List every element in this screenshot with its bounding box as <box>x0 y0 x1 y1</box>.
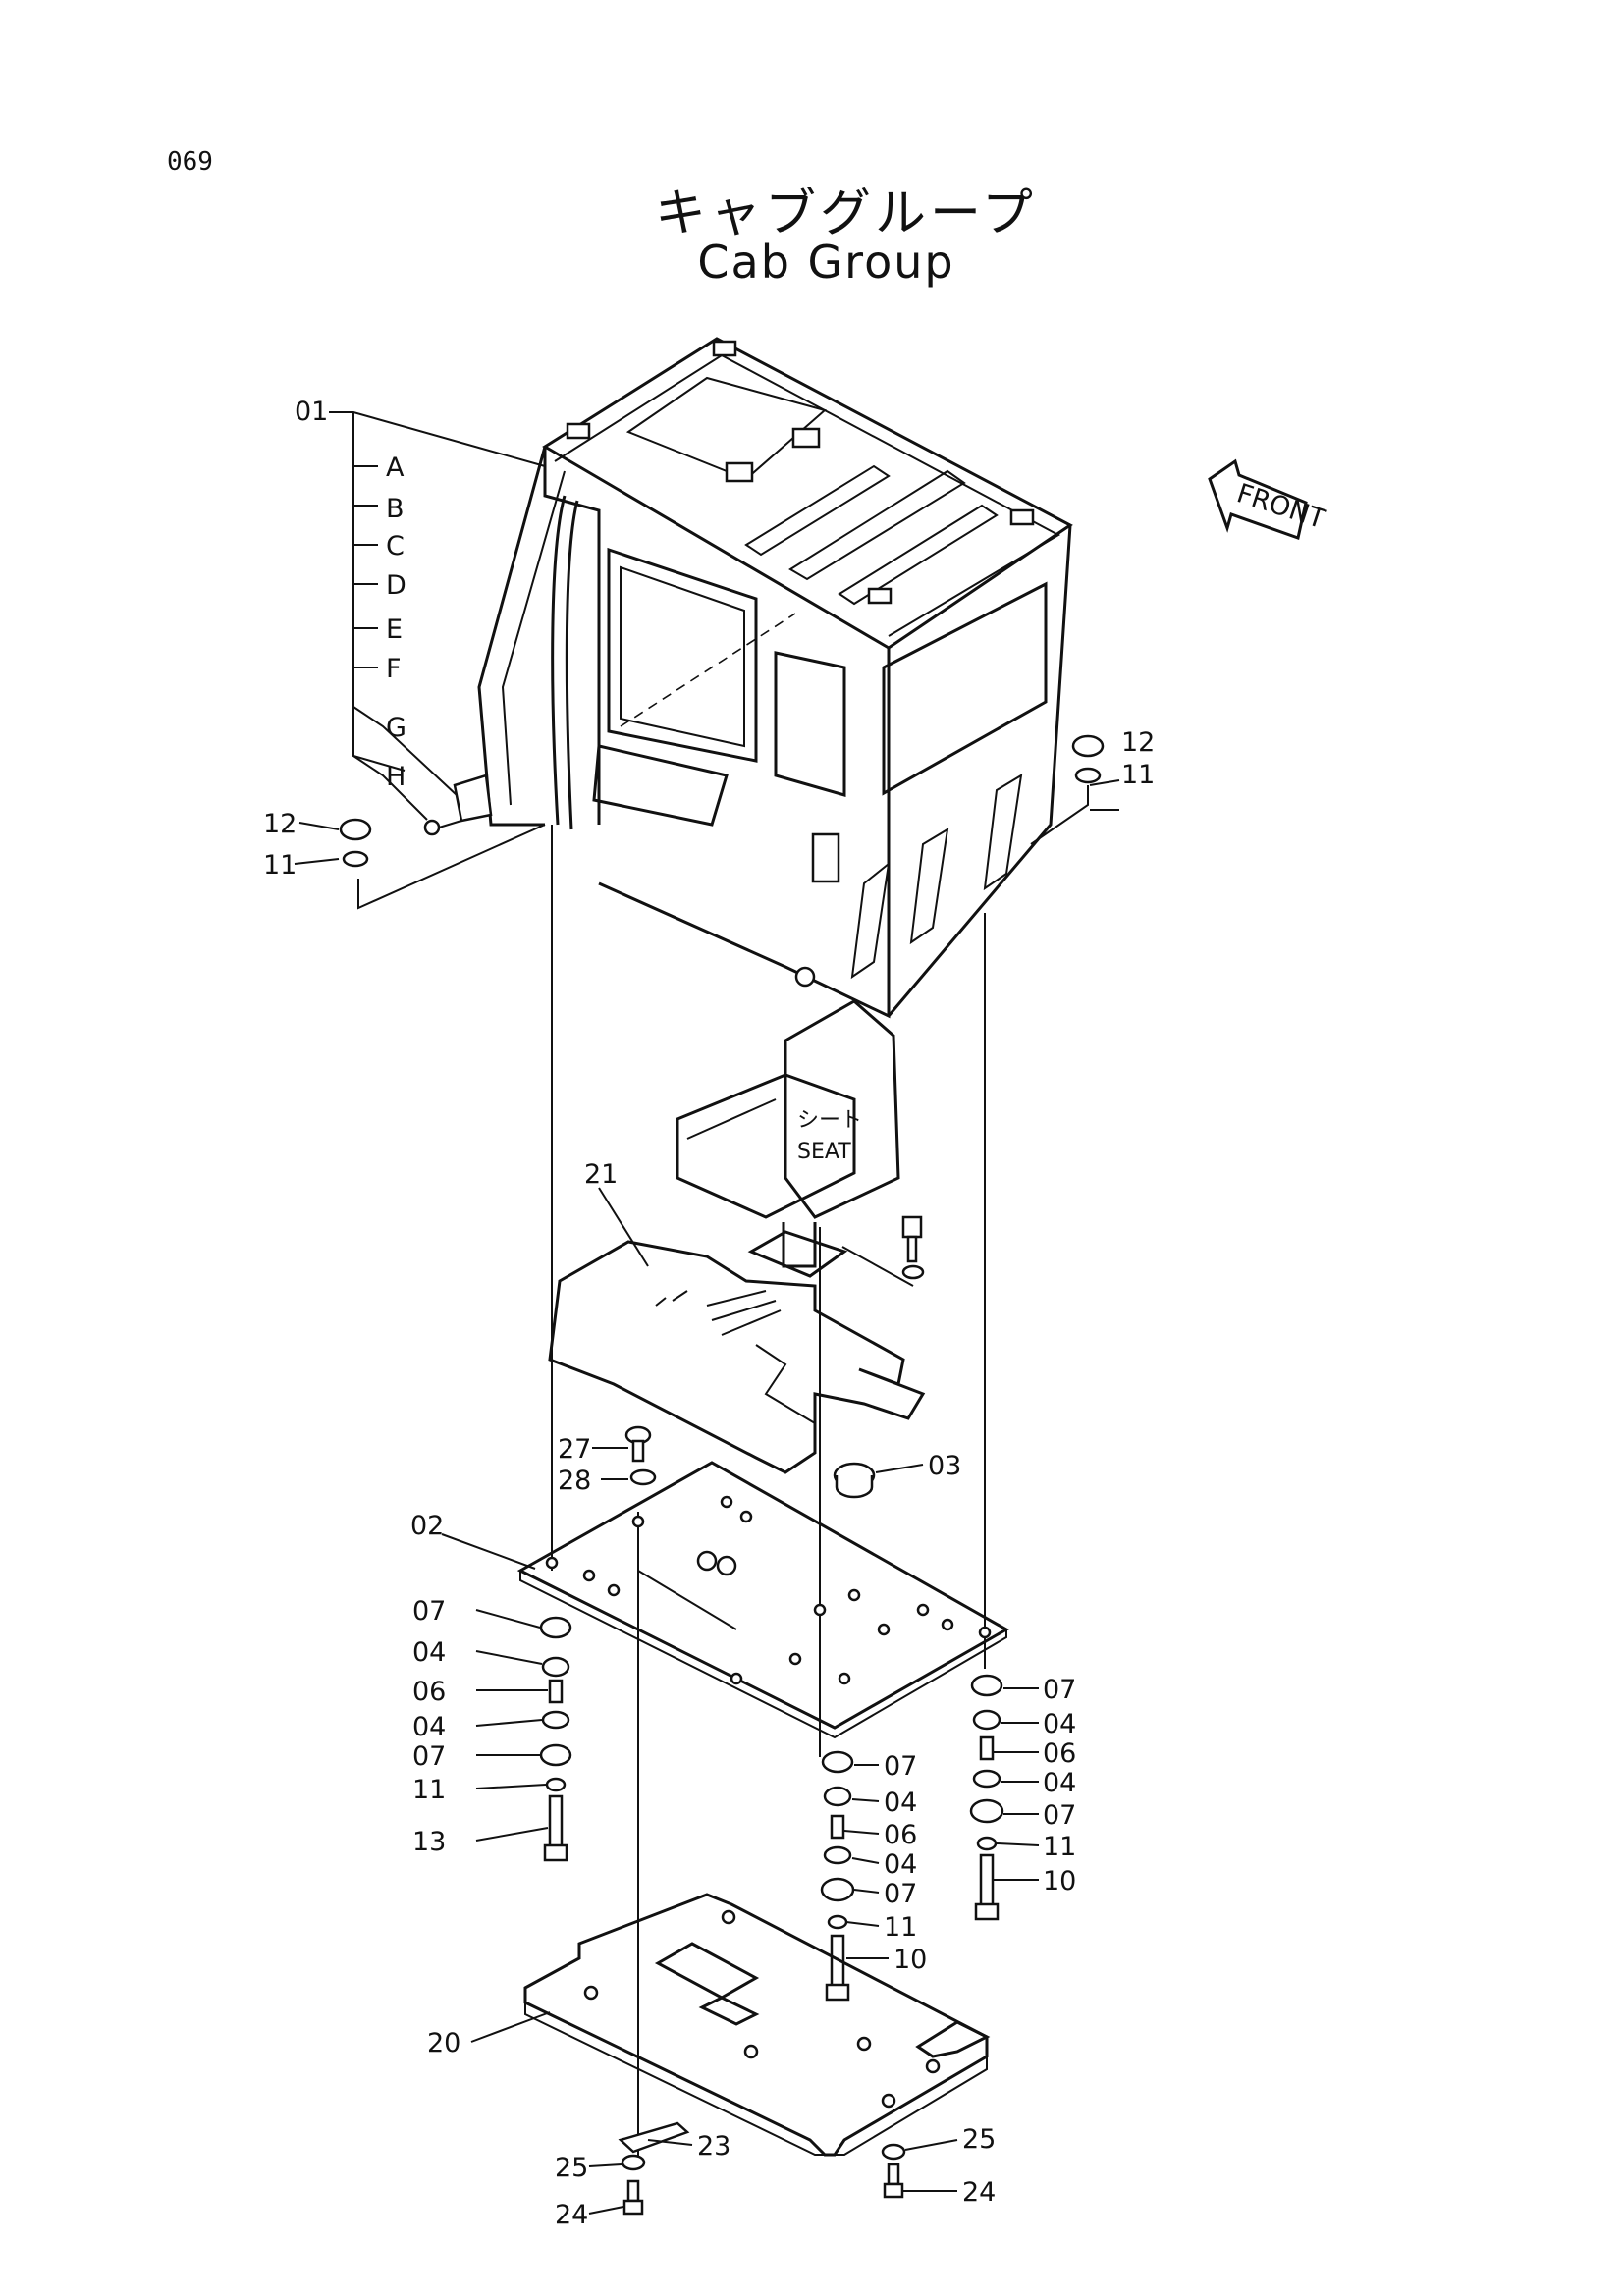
leader-21 <box>598 1187 649 1267</box>
callout-23: 23 <box>697 2131 730 2162</box>
callout-03: 03 <box>928 1451 961 1481</box>
callout-b: B <box>386 494 405 524</box>
callout-24-right: 24 <box>962 2177 996 2208</box>
callout-mid-06: 06 <box>884 1820 917 1850</box>
callout-01: 01 <box>295 397 328 427</box>
callout-f: F <box>386 654 402 684</box>
callout-left-13: 13 <box>412 1827 446 1857</box>
seat: シート SEAT <box>676 999 900 1278</box>
title-japanese: キャブグループ <box>655 185 1037 243</box>
callout-left-07b: 07 <box>412 1741 446 1772</box>
callout-labels: 01 A B C D E F G H 12 11 12 11 21 27 28 … <box>263 397 1155 2230</box>
callout-left-07a: 07 <box>412 1596 446 1627</box>
callout-mid-07b: 07 <box>884 1879 917 1909</box>
mount-stack-right <box>969 1674 1040 1921</box>
seat-label-en: SEAT <box>797 1140 851 1164</box>
callout-mid-10: 10 <box>893 1945 927 1975</box>
base-plate <box>523 1893 991 2157</box>
callout-21: 21 <box>584 1159 618 1190</box>
leader-02 <box>441 1533 536 1570</box>
callout-right-06: 06 <box>1043 1738 1076 1769</box>
callout-h: H <box>386 762 406 792</box>
callout-24-left: 24 <box>555 2200 588 2230</box>
callout-left-11: 11 <box>412 1775 446 1805</box>
floor-mat <box>548 1240 926 1474</box>
page-number: 069 <box>167 147 213 177</box>
mount-stack-left <box>475 1609 572 1862</box>
callout-11-left: 11 <box>263 850 297 881</box>
nuts-washers-cab <box>339 734 1105 868</box>
callout-right-04a: 04 <box>1043 1709 1076 1739</box>
callout-right-10: 10 <box>1043 1866 1076 1896</box>
part-27-28-icon <box>592 1425 657 1486</box>
part-03-grommet-icon <box>833 1462 924 1499</box>
front-label: FRONT <box>1233 478 1329 535</box>
callout-11-right: 11 <box>1121 760 1155 790</box>
callout-a: A <box>386 453 405 483</box>
callout-27: 27 <box>558 1434 591 1465</box>
callout-d: D <box>386 570 406 601</box>
callout-mid-07a: 07 <box>884 1751 917 1782</box>
bolt-right-24-25-icon <box>881 2139 958 2199</box>
callout-mid-04a: 04 <box>884 1788 917 1818</box>
callout-28: 28 <box>558 1466 591 1496</box>
callout-12-right: 12 <box>1121 727 1155 758</box>
callout-right-04b: 04 <box>1043 1768 1076 1798</box>
callout-25-right: 25 <box>962 2124 996 2155</box>
leader-20 <box>470 2011 551 2043</box>
front-arrow-icon: FRONT <box>1208 458 1329 540</box>
part-g-icon <box>453 774 493 823</box>
leader-lines-cab <box>294 411 1120 910</box>
floor-plate <box>516 1461 1010 1739</box>
callout-02: 02 <box>410 1511 444 1541</box>
mount-stack-middle <box>820 1750 889 2002</box>
callout-right-11: 11 <box>1043 1832 1076 1862</box>
callout-12-left: 12 <box>263 809 297 839</box>
callout-left-04b: 04 <box>412 1712 446 1742</box>
part-23-strap-icon <box>618 2121 693 2154</box>
seat-label-jp: シート <box>797 1108 862 1133</box>
callout-e: E <box>386 614 403 645</box>
callout-20: 20 <box>427 2028 460 2058</box>
alignment-lines <box>551 825 986 2169</box>
callout-mid-11: 11 <box>884 1912 917 1943</box>
seat-bolt-icon <box>841 1215 925 1287</box>
callout-right-07a: 07 <box>1043 1675 1076 1705</box>
callout-c: C <box>386 531 405 561</box>
bolt-left-24-25-icon <box>588 2154 646 2216</box>
callout-mid-04b: 04 <box>884 1849 917 1880</box>
callout-g: G <box>386 713 406 743</box>
callout-right-07b: 07 <box>1043 1800 1076 1831</box>
cab-assembly <box>423 337 1073 1019</box>
title-english: Cab Group <box>697 236 955 289</box>
callout-25-left: 25 <box>555 2153 588 2183</box>
callout-left-04a: 04 <box>412 1637 446 1668</box>
callout-left-06: 06 <box>412 1677 446 1707</box>
